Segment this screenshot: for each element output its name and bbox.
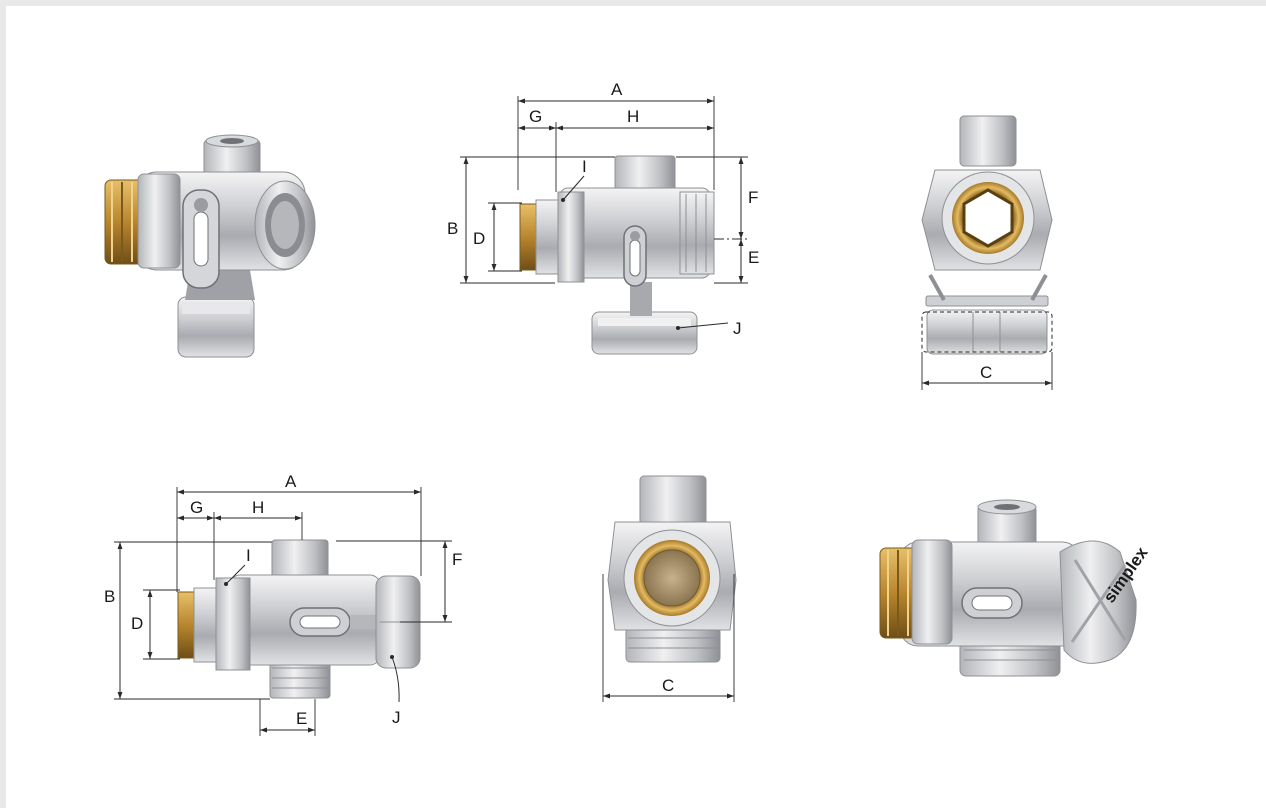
dimensions-end-view-2: C [602,574,735,702]
dim-label-e-2: E [296,709,307,728]
dim-label-c: C [980,363,992,382]
valve-end-view-1 [921,115,1053,355]
dim-label-a-2: A [285,472,297,491]
dimensions-side-view: A G H B D F E I J [104,472,462,736]
valve-iso-view-2: simplex [879,499,1152,677]
valve-iso-view-1 [104,134,316,358]
dim-label-i: I [582,157,587,176]
valve-front-view [519,155,715,355]
dim-label-g: G [529,107,542,126]
dim-label-j: J [733,319,742,338]
dim-label-h-2: H [252,498,264,517]
dim-label-c-2: C [662,676,674,695]
dim-label-b-2: B [104,587,115,606]
valve-end-view-2 [607,475,737,663]
dim-label-g-2: G [190,498,203,517]
dim-label-f: F [748,188,758,207]
diagram-canvas: simplex A G H B D F E I J [6,6,1266,808]
dim-label-h: H [627,107,639,126]
dim-label-a: A [611,80,623,99]
dim-label-d-2: D [131,614,143,633]
dimensions-end-view-1: C [921,311,1053,390]
valve-side-view [177,539,421,699]
dim-label-e: E [748,248,759,267]
dimensions-front-view: A G H B D F E I J [447,80,759,338]
technical-drawing: simplex A G H B D F E I J [104,80,1152,736]
dim-label-i-2: I [246,546,251,565]
dim-label-b: B [447,219,458,238]
dim-label-d: D [473,229,485,248]
dim-label-f-2: F [452,550,462,569]
dim-label-j-2: J [392,708,401,727]
